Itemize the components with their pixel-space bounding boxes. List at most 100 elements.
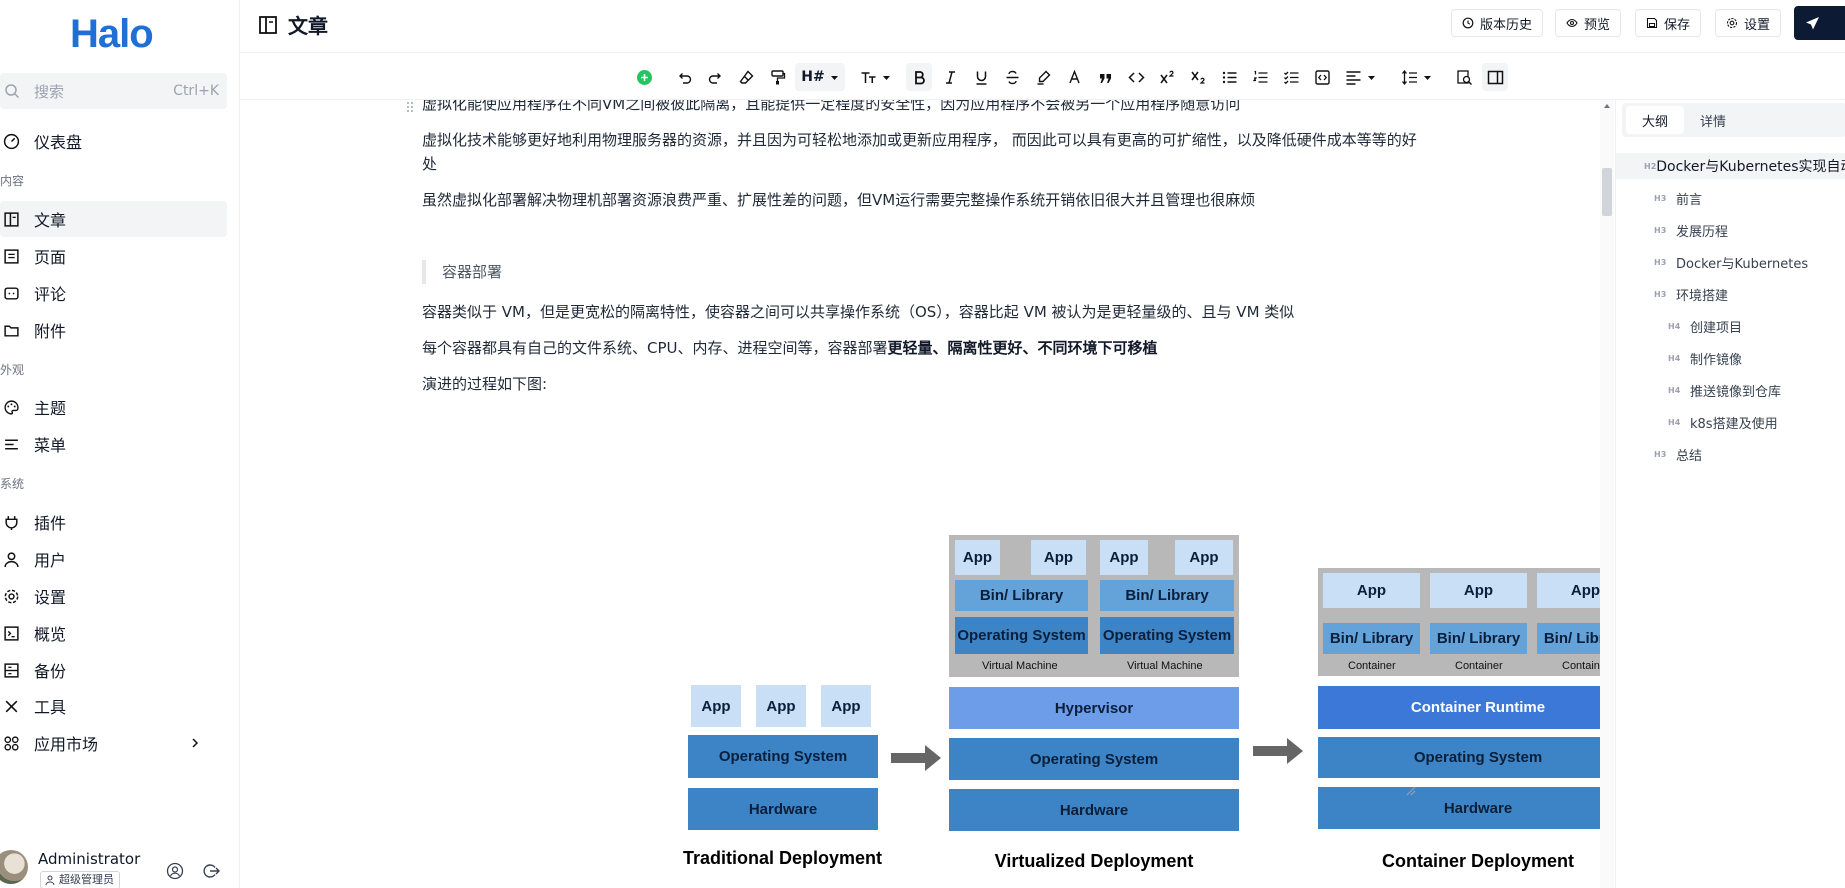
save-button[interactable]: 保存 [1635,9,1702,37]
superscript-icon [1159,70,1174,83]
sidebar-item-settings[interactable]: 设置 [0,578,227,614]
tab-detail[interactable]: 详情 [1700,114,1727,130]
scroll-up-icon[interactable] [1603,102,1611,110]
sidebar-item-pages[interactable]: 页面 [0,238,227,274]
user-badge-icon [45,875,55,885]
diagram-runtime-box: Container Runtime [1318,686,1600,729]
paragraph[interactable]: 虽然虚拟化部署解决物理机部署资源浪费严重、扩展性差的问题，但VM运行需要完整操作… [422,191,1256,209]
tools-icon [5,700,18,712]
page-header: 文章 版本历史 预览 保存 设置 [240,0,1845,53]
toolbar-highlight[interactable] [1030,63,1056,91]
diagram-container-label: Container [1348,660,1396,672]
publish-button[interactable] [1794,6,1845,40]
posts-icon [259,15,277,34]
editor-content[interactable]: 虚拟化能使应用程序在不同VM之间被彼此隔离，且能提供一定程度的安全性，因为应用程… [240,100,1600,888]
toolbar-blockquote[interactable] [1092,63,1118,91]
toolbar-subscript[interactable] [1185,63,1211,91]
sidebar-item-posts[interactable]: 文章 [0,201,227,237]
apps-icon [4,735,19,751]
outline-item-label: k8s搭建及使用 [1690,416,1778,432]
toolbar-heading-dropdown[interactable]: H# [795,63,845,91]
sidebar-item-users[interactable]: 用户 [0,541,227,577]
blockquote[interactable]: 容器部署 [422,260,502,284]
editor-scrollbar[interactable] [1600,100,1614,888]
paragraph[interactable]: 容器类似于 VM，但是更宽松的隔离特性，使容器之间可以共享操作系统（OS），容器… [422,303,1295,321]
resize-handle-icon[interactable] [1406,786,1416,796]
paragraph[interactable]: 虚拟化能使应用程序在不同VM之间被彼此隔离，且能提供一定程度的安全性，因为应用程… [422,100,1241,113]
search-input[interactable]: 搜索 Ctrl+K [0,73,227,109]
toolbar-undo[interactable] [671,63,697,91]
halo-logo[interactable]: Halo [70,12,154,56]
history-icon [1462,17,1474,29]
comment-icon [4,286,19,300]
sidebar-item-label: 菜单 [34,436,67,455]
toolbar-align-dropdown[interactable] [1340,63,1380,91]
toolbar-code-block[interactable] [1309,63,1335,91]
heading-level-badge: H4 [1668,417,1681,427]
toolbar-code[interactable] [1123,63,1149,91]
toolbar-line-height-dropdown[interactable] [1396,63,1436,91]
palette-icon [4,399,19,415]
sidebar-item-dashboard[interactable]: 仪表盘 [0,123,227,159]
sidebar-item-themes[interactable]: 主题 [0,389,227,425]
paragraph[interactable]: 虚拟化技术能够更好地利用物理服务器的资源，并且因为可轻松地添加或更新应用程序， … [422,131,1417,173]
diagram-container-label: Container [1562,660,1600,672]
toolbar-toggle-sidebar[interactable] [1482,63,1508,91]
outline-item[interactable]: H4 k8s搭建及使用 [1616,409,1845,435]
user-card: Administrator 超级管理员 [0,846,227,888]
settings-button[interactable]: 设置 [1715,9,1782,37]
sidebar-item-tools[interactable]: 工具 [0,688,227,724]
avatar[interactable] [0,850,28,884]
heading-level-badge: H3 [1654,449,1667,459]
toolbar-add-block[interactable] [631,63,657,91]
paragraph-text: 每个容器都具有自己的文件系统、CPU、内存、进程空间等，容器部署 [422,339,888,357]
diagram-os-box: Operating System [688,735,878,778]
editor-toolbar: H# [240,54,1845,100]
toolbar-clear-format[interactable] [733,63,759,91]
toolbar-bold[interactable] [906,63,932,91]
strikethrough-icon [1006,70,1018,84]
logout-icon[interactable] [202,862,220,880]
toolbar-superscript[interactable] [1154,63,1180,91]
drag-handle-icon[interactable] [405,100,415,114]
sidebar-item-attachments[interactable]: 附件 [0,312,227,348]
sidebar-item-marketplace[interactable]: 应用市场 [0,725,227,761]
align-left-icon [1346,70,1360,85]
sidebar-item-overview[interactable]: 概览 [0,615,227,651]
deployment-diagram[interactable]: App App App Operating System Hardware Tr… [430,435,1600,871]
outline-item[interactable]: H2Docker与Kubernetes实现自动化部署 [1616,153,1845,179]
toolbar-task-list[interactable] [1278,63,1304,91]
toolbar-font-size-dropdown[interactable] [855,63,895,91]
paragraph[interactable]: 每个容器都具有自己的文件系统、CPU、内存、进程空间等，容器部署更轻量、隔离性更… [422,336,1412,360]
toolbar-ordered-list[interactable] [1247,63,1273,91]
scrollbar-thumb[interactable] [1602,168,1612,216]
toolbar-italic[interactable] [937,63,963,91]
sidebar-item-label: 页面 [34,248,67,267]
toolbar-search-replace[interactable] [1451,63,1477,91]
toolbar-redo[interactable] [702,63,728,91]
toolbar-underline[interactable] [968,63,994,91]
toolbar-bullet-list[interactable] [1216,63,1242,91]
preview-button[interactable]: 预览 [1555,9,1622,37]
sidebar-item-plugins[interactable]: 插件 [0,504,227,540]
toolbar-text-color[interactable] [1061,63,1087,91]
tab-outline[interactable]: 大纲 [1626,106,1685,134]
toolbar-format-painter[interactable] [764,63,790,91]
nav-group-system: 系统 [0,477,25,491]
toolbar-strikethrough[interactable] [999,63,1025,91]
sidebar-item-backup[interactable]: 备份 [0,652,227,688]
paragraph[interactable]: 演进的过程如下图: [422,375,548,393]
sidebar-item-menus[interactable]: 菜单 [0,426,227,462]
sidebar-item-comments[interactable]: 评论 [0,275,227,311]
history-button[interactable]: 版本历史 [1451,9,1544,37]
outline-item-label: Docker与Kubernetes [1676,256,1809,272]
profile-icon[interactable] [166,862,184,880]
